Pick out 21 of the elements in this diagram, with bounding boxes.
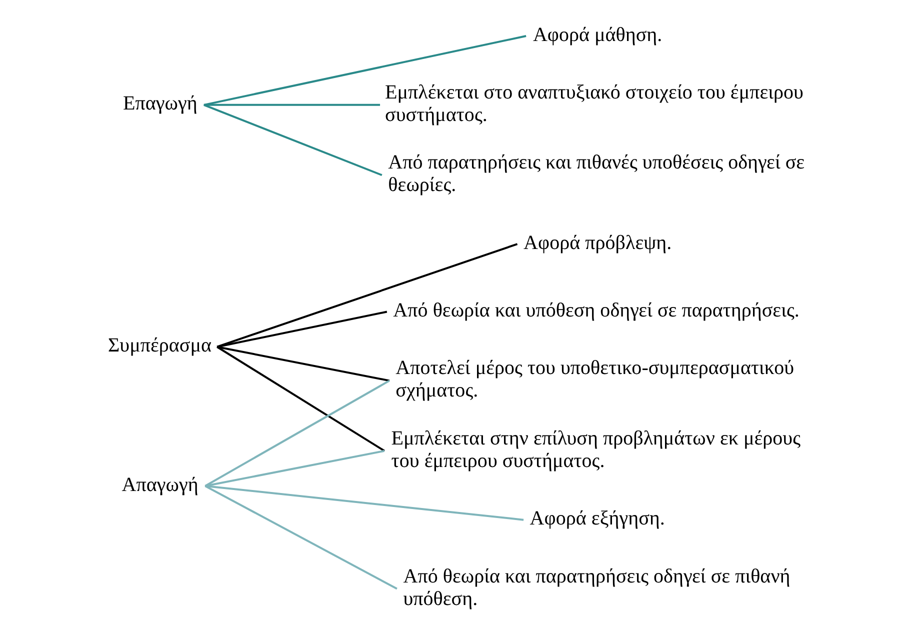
- connector: [204, 450, 384, 487]
- node-text: Αποτελεί μέρος του υποθετικο-συμπερασματικού σχήματος.: [395, 357, 794, 402]
- node-text: Αφορά εξήγηση.: [529, 508, 664, 530]
- connector: [203, 104, 380, 106]
- node-text: Εμπλέκεται στην επίλυση προβλημάτων εκ μέρους του έμπειρου συστήματος.: [390, 427, 800, 472]
- connector: [216, 346, 384, 452]
- connector: [203, 104, 382, 176]
- node-text: Συμπέρασμα: [108, 334, 211, 357]
- node-text: Επαγωγή: [122, 92, 197, 115]
- node-text: Εμπλέκεται στο αναπτυξιακό στοιχείο του έμπειρου συστήματος.: [384, 81, 803, 126]
- connector: [216, 310, 387, 348]
- node-text: Αφορά πρόβλεψη.: [523, 232, 672, 254]
- node-text: Αφορά μάθηση.: [532, 24, 662, 46]
- connector: [203, 35, 526, 106]
- connector: [216, 243, 518, 348]
- node-text: Από θεωρία και παρατηρήσεις οδηγεί σε πιθανή υπόθεση.: [402, 565, 790, 610]
- node-text: Από θεωρία και υπόθεση οδηγεί σε παρατηρήσεις.: [392, 300, 799, 322]
- node-text: Απαγωγή: [121, 474, 198, 496]
- connector: [204, 380, 390, 487]
- node-text: Από παρατηρήσεις και πιθανές υποθέσεις οδηγεί σε θεωρίες.: [388, 152, 804, 196]
- connector: [204, 485, 397, 590]
